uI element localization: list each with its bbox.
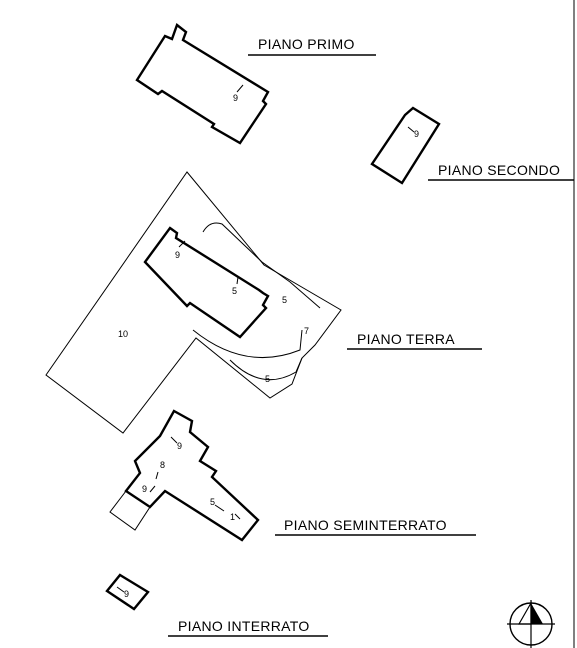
interrato-arrow bbox=[116, 586, 125, 593]
secondo-arrow bbox=[407, 126, 415, 133]
semi-unit-number-c: 9 bbox=[142, 484, 147, 494]
semi-annex-outline bbox=[109, 490, 151, 531]
primo-unit-number: 9 bbox=[233, 93, 238, 103]
plan-piano-interrato: 9 bbox=[105, 573, 150, 611]
terra-building-outline bbox=[143, 226, 270, 339]
plan-piano-seminterrato: 9 8 9 5 1 bbox=[109, 409, 260, 542]
secondo-unit-number: 9 bbox=[414, 129, 419, 139]
semi-arrow-c bbox=[149, 485, 156, 493]
plan-piano-secondo: 9 bbox=[370, 106, 441, 185]
interrato-unit-number: 9 bbox=[124, 589, 129, 599]
label-piano-interrato: PIANO INTERRATO bbox=[178, 618, 310, 634]
terra-site-boundary bbox=[45, 171, 342, 434]
north-arrow-symbol bbox=[507, 600, 555, 648]
terra-curve-inner bbox=[192, 329, 303, 359]
semi-unit-number-b: 8 bbox=[160, 460, 165, 470]
semi-arrow-d bbox=[214, 504, 225, 512]
terra-curve-joint bbox=[295, 357, 303, 373]
primo-building-outline bbox=[135, 23, 270, 145]
terra-arrow-b bbox=[236, 276, 239, 285]
terra-unit-number-garden: 10 bbox=[118, 329, 128, 339]
secondo-building-outline bbox=[370, 106, 441, 185]
semi-arrow-e bbox=[234, 513, 241, 520]
terra-unit-number-ramp: 7 bbox=[304, 326, 309, 336]
terra-unit-number-a: 9 bbox=[175, 250, 180, 260]
terra-unit-number-b: 5 bbox=[232, 286, 237, 296]
terra-unit-number-court: 5 bbox=[282, 295, 287, 305]
plan-piano-terra: 9 5 5 7 10 5 bbox=[45, 171, 342, 434]
interrato-building-outline bbox=[105, 573, 150, 611]
primo-arrow bbox=[236, 84, 244, 93]
semi-building-outline bbox=[124, 409, 260, 542]
label-piano-primo: PIANO PRIMO bbox=[258, 36, 355, 52]
terra-curve-outer bbox=[229, 359, 297, 381]
plan-piano-primo: 9 bbox=[135, 23, 270, 145]
label-piano-terra: PIANO TERRA bbox=[357, 331, 455, 347]
label-piano-secondo: PIANO SECONDO bbox=[438, 162, 560, 178]
semi-unit-number-d: 5 bbox=[210, 497, 215, 507]
semi-arrow-b bbox=[155, 471, 159, 480]
semi-unit-number-e: 1 bbox=[230, 512, 235, 522]
label-piano-seminterrato: PIANO SEMINTERRATO bbox=[284, 517, 447, 533]
terra-unit-number-lower: 5 bbox=[265, 374, 270, 384]
semi-unit-number-a: 9 bbox=[177, 441, 182, 451]
terra-drive-edge bbox=[202, 222, 321, 309]
terra-arrow-a bbox=[178, 240, 186, 248]
semi-arrow-a bbox=[170, 436, 178, 444]
